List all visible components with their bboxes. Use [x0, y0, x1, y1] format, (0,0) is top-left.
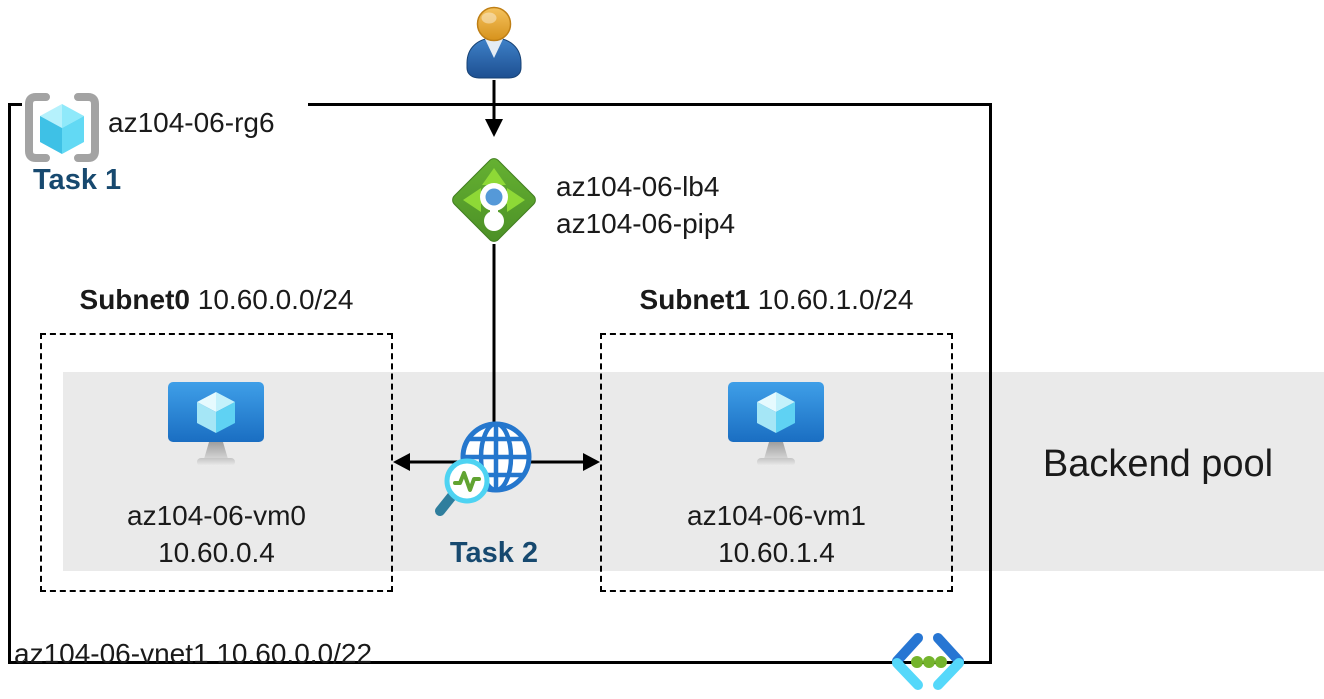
- resource-group-icon: [25, 93, 99, 162]
- backend-pool-label: Backend pool: [1042, 443, 1274, 485]
- border-gap-behind-rg-label: [22, 100, 308, 109]
- vnet-cidr: 10.60.0.0/22: [216, 638, 373, 669]
- vnet-icon: [892, 633, 964, 690]
- vnet-name: az104-06-vnet1: [14, 638, 209, 669]
- task1-label: Task 1: [33, 164, 122, 196]
- public-ip-name: az104-06-pip4: [556, 208, 736, 239]
- vnet-label: az104-06-vnet1 10.60.0.0/22: [14, 637, 372, 671]
- subnet1-box: [600, 333, 953, 592]
- user-icon: [466, 6, 522, 79]
- vm-icon: [168, 382, 264, 466]
- vm0-labels: az104-06-vm0 10.60.0.4: [40, 497, 393, 571]
- backend-pool-band: [63, 372, 1324, 571]
- subnet0-cidr: 10.60.0.0/24: [197, 284, 354, 315]
- task2-label: Task 2: [449, 537, 539, 569]
- vm1-name: az104-06-vm1: [687, 500, 866, 531]
- resource-group-box: [8, 103, 992, 664]
- subnet1-label: Subnet1 10.60.1.0/24: [600, 283, 953, 317]
- subnet0-name: Subnet0: [79, 284, 190, 315]
- subnet0-box: [40, 333, 393, 592]
- vm0-ip: 10.60.0.4: [158, 537, 275, 568]
- load-balancer-name: az104-06-lb4: [556, 171, 720, 202]
- globe-probe-icon: [435, 421, 532, 516]
- magnifier-pulse-icon: [435, 458, 490, 516]
- vm0-name: az104-06-vm0: [127, 500, 306, 531]
- subnet1-cidr: 10.60.1.0/24: [757, 284, 914, 315]
- load-balancer-labels: az104-06-lb4 az104-06-pip4: [556, 168, 735, 242]
- subnet0-label: Subnet0 10.60.0.0/24: [40, 283, 393, 317]
- subnet1-name: Subnet1: [639, 284, 750, 315]
- vm1-labels: az104-06-vm1 10.60.1.4: [600, 497, 953, 571]
- load-balancer-icon: [452, 158, 536, 242]
- vm1-ip: 10.60.1.4: [718, 537, 835, 568]
- vm-icon: [728, 382, 824, 466]
- resource-group-name: az104-06-rg6: [108, 107, 275, 138]
